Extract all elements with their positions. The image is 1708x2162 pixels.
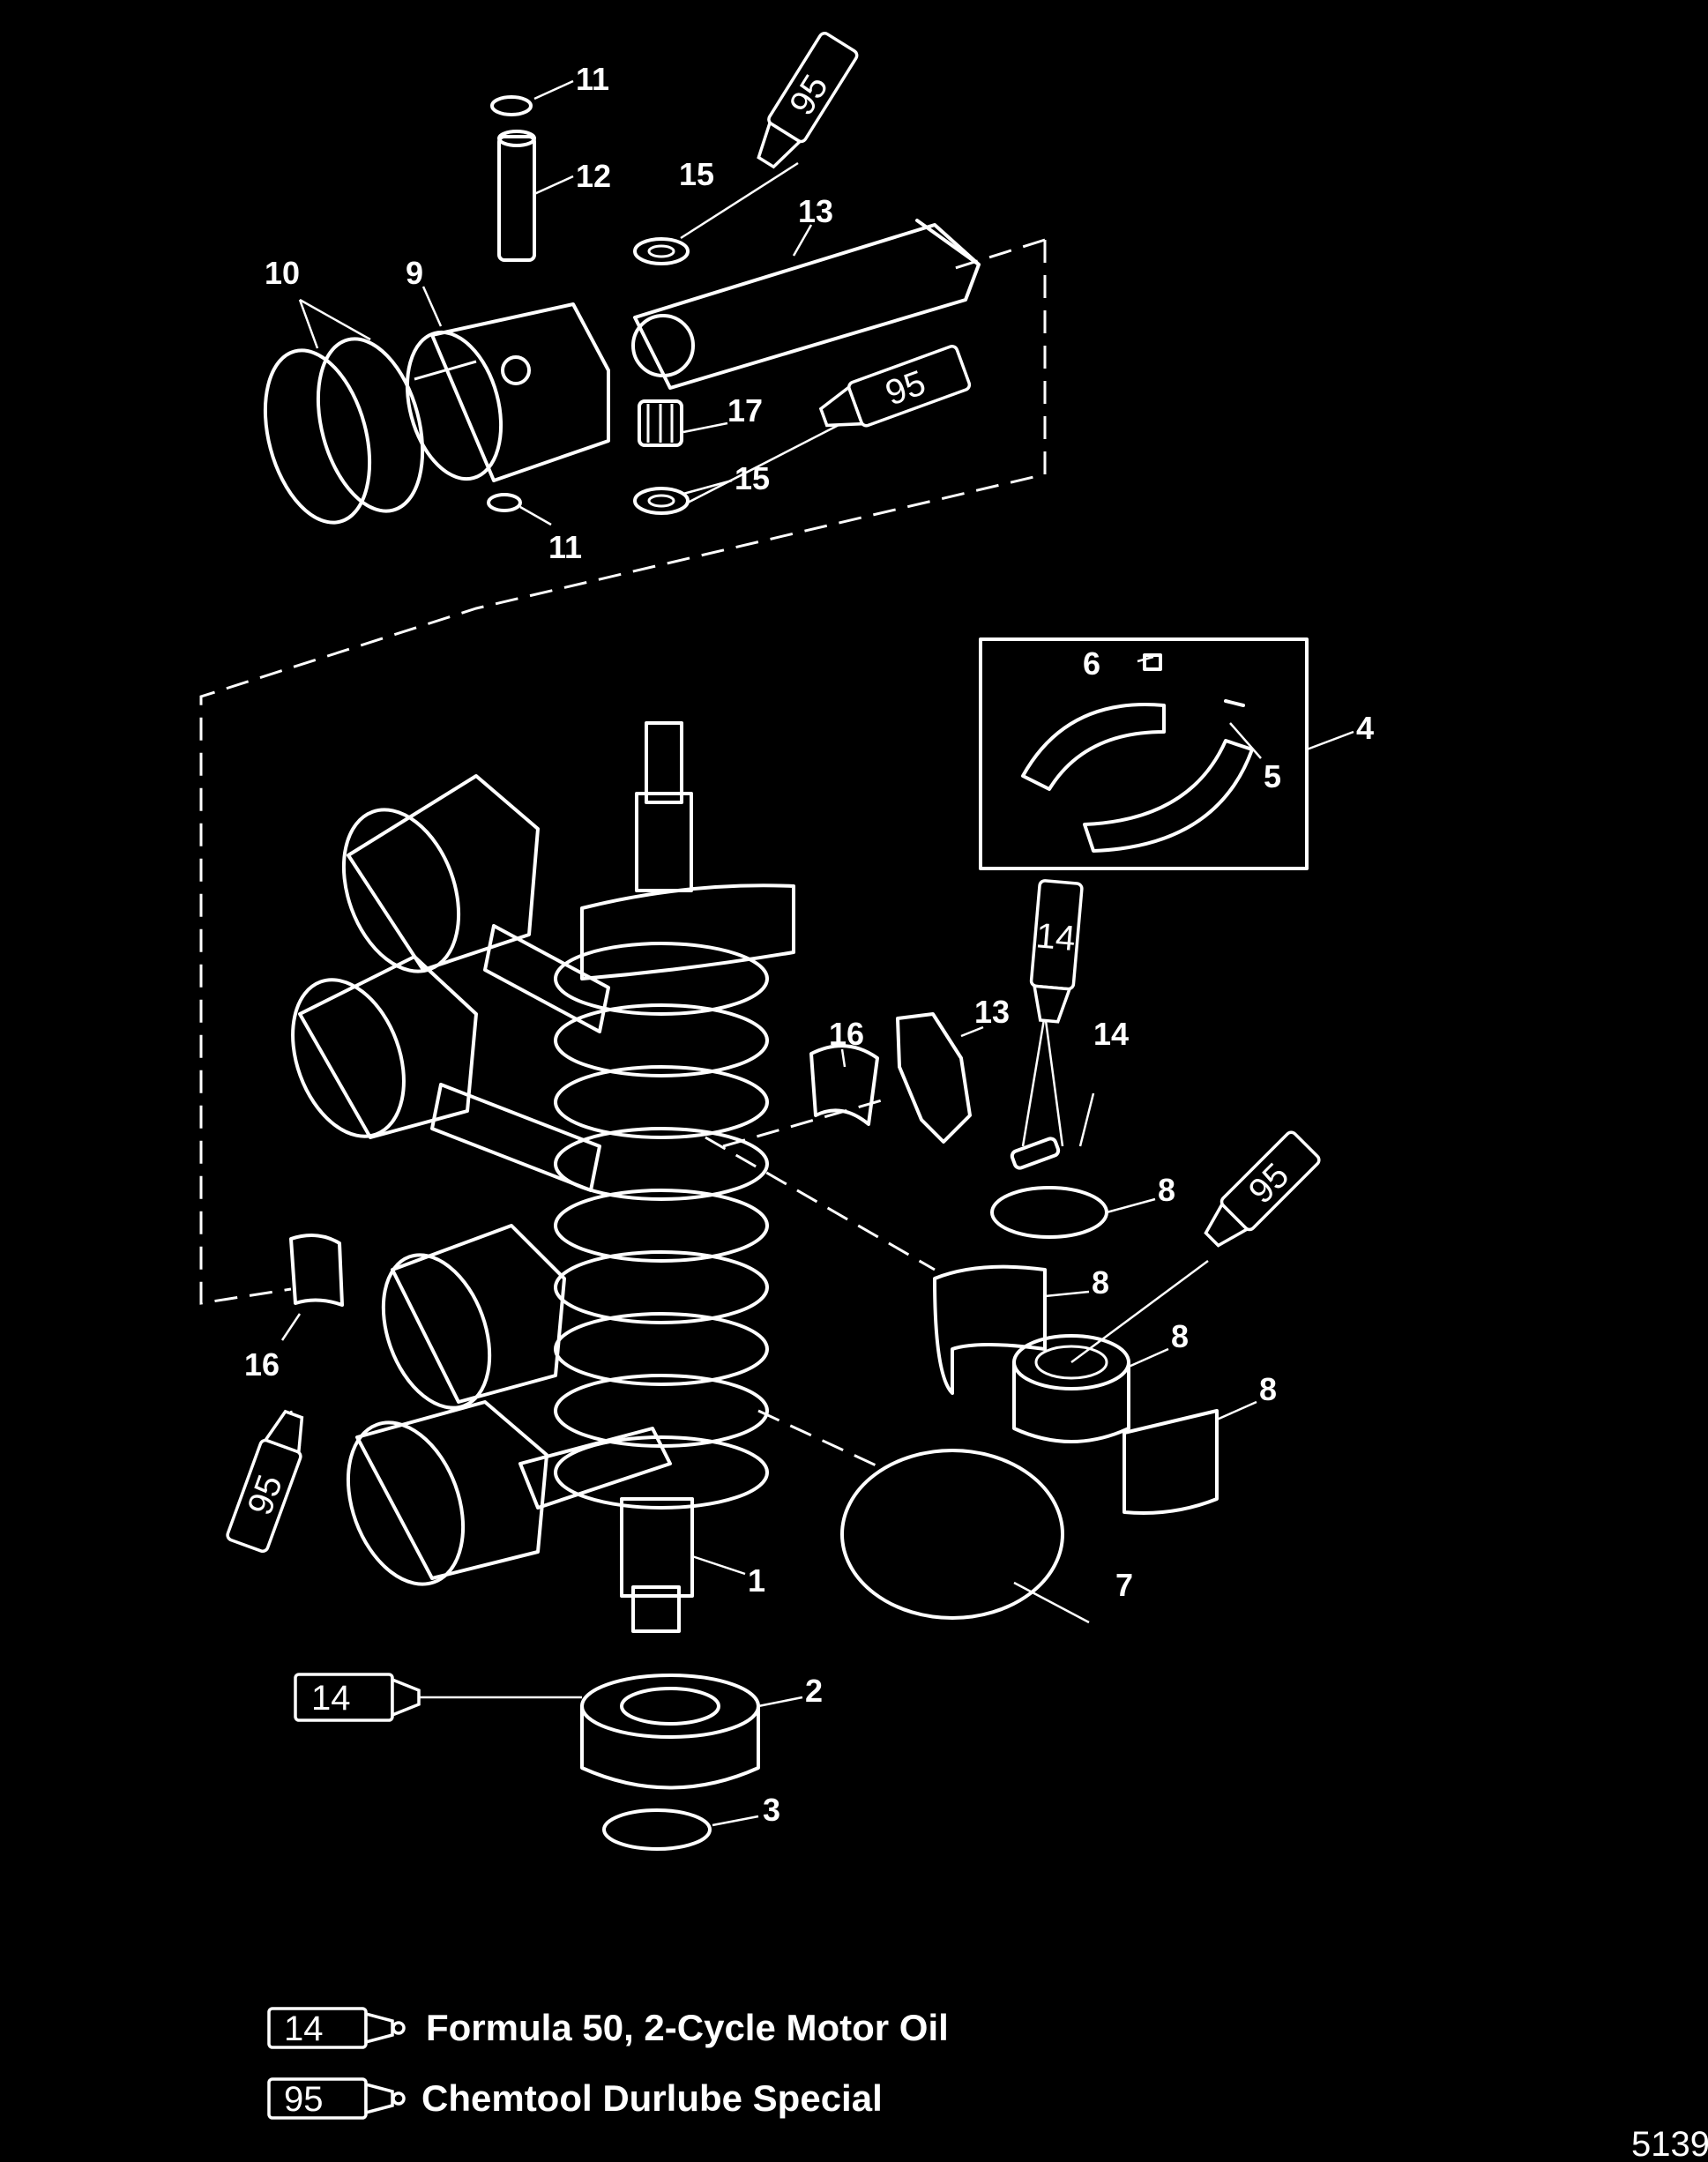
dowel-pin xyxy=(1010,1137,1061,1170)
callout-9: 9 xyxy=(406,255,423,291)
callout-13-top: 13 xyxy=(798,193,833,229)
callout-2: 2 xyxy=(805,1673,823,1709)
piston-pin-lockring-bottom xyxy=(487,493,522,512)
shaft-alignment-line xyxy=(705,1136,936,1271)
main-bearing xyxy=(580,1674,760,1790)
needle-bearing-pin xyxy=(638,399,683,447)
callout-6: 6 xyxy=(1083,645,1100,682)
callout-15-top: 15 xyxy=(679,156,714,192)
svg-text:14: 14 xyxy=(1034,916,1077,958)
lubricant-tube-95-right: 95 xyxy=(1204,1130,1321,1248)
callout-3: 3 xyxy=(763,1792,780,1828)
callout-8-ring: 8 xyxy=(1158,1172,1175,1208)
callout-13-mid: 13 xyxy=(974,994,1010,1030)
retaining-ring xyxy=(602,1808,712,1851)
thrust-washer-upper xyxy=(633,237,690,265)
callout-4: 4 xyxy=(1356,710,1374,746)
callout-8-half-lower: 8 xyxy=(1259,1371,1277,1407)
legend-item-95: 95 Chemtool Durlube Special xyxy=(267,2077,883,2120)
piston-pin xyxy=(497,130,536,262)
callout-11-top: 11 xyxy=(576,61,609,97)
callout-10: 10 xyxy=(265,255,300,291)
piston-top xyxy=(405,302,610,482)
callout-14: 14 xyxy=(1093,1016,1129,1052)
crankshaft-seal-ring xyxy=(840,1449,1064,1620)
callout-12: 12 xyxy=(576,158,611,194)
needle-bearing-cage xyxy=(809,1044,879,1126)
callout-7: 7 xyxy=(1115,1567,1133,1603)
connecting-rod-top xyxy=(631,219,981,390)
legend-label-14: Formula 50, 2-Cycle Motor Oil xyxy=(426,2007,949,2048)
piston-pin-lockring-top xyxy=(490,95,533,116)
piston-cylinder-4 xyxy=(346,1400,672,1586)
assembly-group-outline xyxy=(199,238,1047,1305)
piston-cylinder-3 xyxy=(381,1224,566,1410)
callout-15-bottom: 15 xyxy=(735,460,770,496)
legend-item-14: 14 Formula 50, 2-Cycle Motor Oil xyxy=(267,2007,949,2049)
lubricant-tube-95-top: 95 xyxy=(757,32,859,169)
lubricant-tube-14-right: 14 xyxy=(1029,879,1084,1024)
callout-17: 17 xyxy=(727,392,763,429)
callout-16-mid: 16 xyxy=(829,1016,864,1052)
callout-1: 1 xyxy=(748,1562,765,1599)
roller-bearing xyxy=(1012,1334,1130,1443)
leader-lines xyxy=(280,79,1354,1827)
piston-rings xyxy=(263,337,425,525)
rod-alignment-line xyxy=(722,1096,891,1148)
bearing-race-half-upper xyxy=(933,1264,1047,1395)
thrust-washer-lower xyxy=(633,487,690,515)
callout-11-bottom: 11 xyxy=(548,529,582,565)
legend-code-95: 95 xyxy=(284,2080,324,2119)
callout-8-half-upper: 8 xyxy=(1092,1264,1109,1301)
rod-cap xyxy=(896,1012,972,1144)
bearing-race-ring xyxy=(990,1186,1108,1239)
lubricant-tube-95-left: 95 xyxy=(226,1409,304,1554)
callout-8-roller: 8 xyxy=(1171,1318,1189,1354)
crankshaft xyxy=(554,721,795,1633)
lubricant-tube-95-mid: 95 xyxy=(818,345,972,428)
piston-cylinder-2 xyxy=(291,955,601,1192)
bearing-alignment-line xyxy=(757,1409,883,1470)
legend-label-95: Chemtool Durlube Special xyxy=(421,2077,883,2119)
callout-5: 5 xyxy=(1264,758,1281,794)
figure-id: 5139 xyxy=(1631,2125,1708,2162)
callout-16-left: 16 xyxy=(244,1346,280,1383)
lubricant-tube-14-bottom: 14 xyxy=(294,1673,421,1722)
legend-code-14: 14 xyxy=(284,2009,324,2048)
bearing-race-half-lower xyxy=(1123,1409,1219,1515)
svg-text:14: 14 xyxy=(311,1679,351,1718)
small-bearing-cage-left xyxy=(289,1234,344,1307)
